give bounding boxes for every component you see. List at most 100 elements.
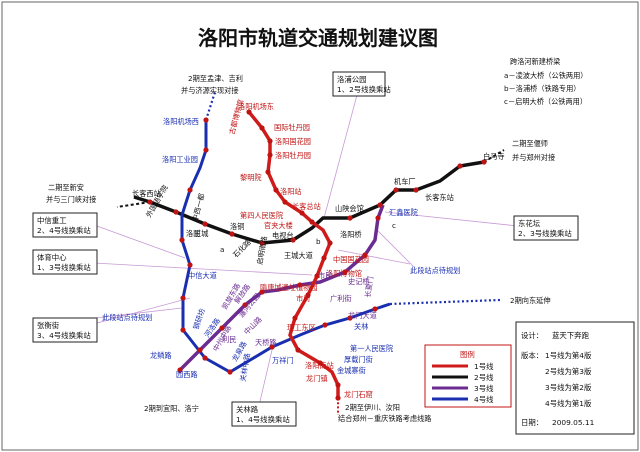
station-label: 洛阳牡丹园 xyxy=(275,151,311,160)
station-label: 黎明院 xyxy=(240,173,262,182)
line-2-extension xyxy=(116,201,151,208)
station-label: 广利街 xyxy=(330,294,352,303)
station-label: 洛阳机场西 xyxy=(163,117,199,126)
svg-text:4号线: 4号线 xyxy=(474,395,494,404)
svg-text:2009.05.11: 2009.05.11 xyxy=(552,418,595,427)
station-label: 洛阳工业园 xyxy=(162,155,198,164)
svg-text:2、4号线换乘站: 2、4号线换乘站 xyxy=(37,226,91,235)
station-label: 洛阳机场东 xyxy=(238,102,274,111)
station-label: 王城 xyxy=(194,229,208,238)
svg-text:1、4号线换乘站: 1、4号线换乘站 xyxy=(236,415,290,424)
note-northeast: 二期至偃师 并与郑州对接 xyxy=(512,139,555,162)
svg-text:3号线: 3号线 xyxy=(474,384,494,393)
box-zhongxin: 中信重工 2、4号线换乘站 xyxy=(32,212,98,238)
station-label: 汇鑫医院 xyxy=(389,208,418,217)
svg-text:二期至新安: 二期至新安 xyxy=(48,183,84,192)
box-tiyu: 体育中心 1、3号线换乘站 xyxy=(32,249,98,275)
station-label: 王城大道 xyxy=(284,251,313,260)
svg-text:并与三门峡对接: 并与三门峡对接 xyxy=(46,195,96,204)
station-label: 中信大道 xyxy=(188,271,217,280)
station-label: 龙门石窟 xyxy=(344,390,373,399)
svg-text:2、3号线换乘站: 2、3号线换乘站 xyxy=(518,229,572,238)
svg-text:3、4号线换乘站: 3、4号线换乘站 xyxy=(37,331,91,340)
station-label: 山陕会馆 xyxy=(335,204,364,213)
svg-text:张衡街: 张衡街 xyxy=(37,321,60,330)
svg-text:3号线为第2版: 3号线为第2版 xyxy=(545,383,592,392)
svg-text:东花坛: 东花坛 xyxy=(518,219,541,228)
station-label: 厚载门街 xyxy=(344,355,373,364)
svg-text:2号线: 2号线 xyxy=(474,373,494,382)
note-east: 2期向东延伸 xyxy=(510,296,551,305)
station-label: 国际牡丹园 xyxy=(274,123,310,132)
station-label: 金城寨街 xyxy=(337,366,366,375)
station-label: 龙鳞路 xyxy=(150,351,172,360)
station-label: 利民 xyxy=(222,335,236,344)
svg-text:1号线为第4版: 1号线为第4版 xyxy=(545,351,592,360)
note-northwest: 二期至新安 并与三门峡对接 xyxy=(46,183,96,204)
station-label: 长客西站 xyxy=(132,189,161,198)
station-label: 洛阳站 xyxy=(280,187,302,196)
svg-text:关林路: 关林路 xyxy=(236,405,259,414)
note-gap-left: 此段站点待规划 xyxy=(102,313,152,322)
svg-text:1、3号线换乘站: 1、3号线换乘站 xyxy=(37,263,91,272)
svg-text:a－凌波大桥（公铁两用）: a－凌波大桥（公铁两用） xyxy=(504,71,587,80)
svg-text:c－启明大桥（公铁两用）: c－启明大桥（公铁两用） xyxy=(504,97,587,106)
svg-text:二期至偃师: 二期至偃师 xyxy=(512,139,548,148)
station-label: 钢研坊 xyxy=(191,307,206,330)
legend: 图例 1号线 2号线 3号线 4号线 xyxy=(424,344,512,408)
svg-text:跨洛河新建桥梁: 跨洛河新建桥梁 xyxy=(510,57,560,66)
station-label: 中山路 xyxy=(242,315,264,337)
box-zhanghengjie: 张衡街 3、4号线换乘站 xyxy=(32,317,98,343)
note-southwest: 2期到宜阳、洛宁 xyxy=(144,404,199,413)
station-label: 市民 xyxy=(318,271,332,280)
note-north: 2期至孟津、吉利 并与济源实现对接 xyxy=(181,74,243,95)
station-label: 电视台 xyxy=(272,231,294,240)
svg-text:日期：: 日期： xyxy=(521,418,543,427)
line-2-route xyxy=(133,160,485,245)
station-label: 机车厂 xyxy=(394,177,416,186)
svg-text:2期至伊川、汝阳: 2期至伊川、汝阳 xyxy=(345,403,400,412)
box-donghuatan: 东花坛 2、3号线换乘站 xyxy=(513,215,579,241)
line-4-extension-north xyxy=(204,91,217,121)
station-label: 理工东区 xyxy=(287,323,316,332)
station-label: 白马寺 xyxy=(483,152,505,161)
station-label: 石化路 xyxy=(231,238,253,260)
station-label: 园西路 xyxy=(176,370,198,379)
station-label: 洛铜 xyxy=(230,222,244,231)
station-label: 万祥门 xyxy=(272,356,294,365)
bridge-a-mark: a xyxy=(220,245,224,254)
station-label: 龙门大道 xyxy=(348,311,377,320)
svg-text:并与郑州对接: 并与郑州对接 xyxy=(512,153,555,162)
svg-text:1号线: 1号线 xyxy=(474,362,494,371)
station-label: 中西一都 xyxy=(190,192,206,222)
svg-text:版本：: 版本： xyxy=(521,351,543,360)
station-label: 天桥路 xyxy=(255,338,277,347)
bridge-c-mark: c xyxy=(392,221,396,230)
svg-text:中信重工: 中信重工 xyxy=(37,216,67,225)
station-label: 关林 xyxy=(354,322,368,331)
svg-text:4号线为第1版: 4号线为第1版 xyxy=(545,399,592,408)
note-south: 2期至伊川、汝阳 结合郑州－重庆铁路考虑线路 xyxy=(338,403,431,423)
box-luopu: 洛浦公园 1、2号线换乘站 xyxy=(332,71,391,97)
station-label: 中国国花园 xyxy=(333,255,369,264)
station-label: 洛耐 xyxy=(186,229,200,238)
svg-text:蓝天下奔跑: 蓝天下奔跑 xyxy=(552,331,590,340)
svg-text:2号线为第3版: 2号线为第3版 xyxy=(545,367,592,376)
station-label: 洛阳博物馆 xyxy=(326,269,362,278)
svg-text:结合郑州－重庆铁路考虑线路: 结合郑州－重庆铁路考虑线路 xyxy=(338,414,431,423)
box-guanlin: 关林路 1、4号线换乘站 xyxy=(231,401,297,427)
design-info: 设计： 蓝天下奔跑 版本： 1号线为第4版 2号线为第3版 3号线为第2版 4号… xyxy=(515,321,635,435)
station-dots xyxy=(147,109,487,401)
station-label: 长客总站 xyxy=(292,202,321,211)
bridge-note: 跨洛河新建桥梁 a－凌波大桥（公铁两用） b－洛浦桥（铁路专用） c－启明大桥（… xyxy=(504,57,587,106)
svg-text:图例: 图例 xyxy=(460,350,475,359)
station-label: 龙门镇 xyxy=(306,374,328,383)
station-label: 市府 xyxy=(296,294,310,303)
line-2-extension-east xyxy=(483,149,505,163)
station-label: 长夏门 xyxy=(363,276,375,299)
station-label: 第一人民医院 xyxy=(350,344,393,353)
map-title: 洛阳市轨道交通规划建议图 xyxy=(198,26,438,50)
